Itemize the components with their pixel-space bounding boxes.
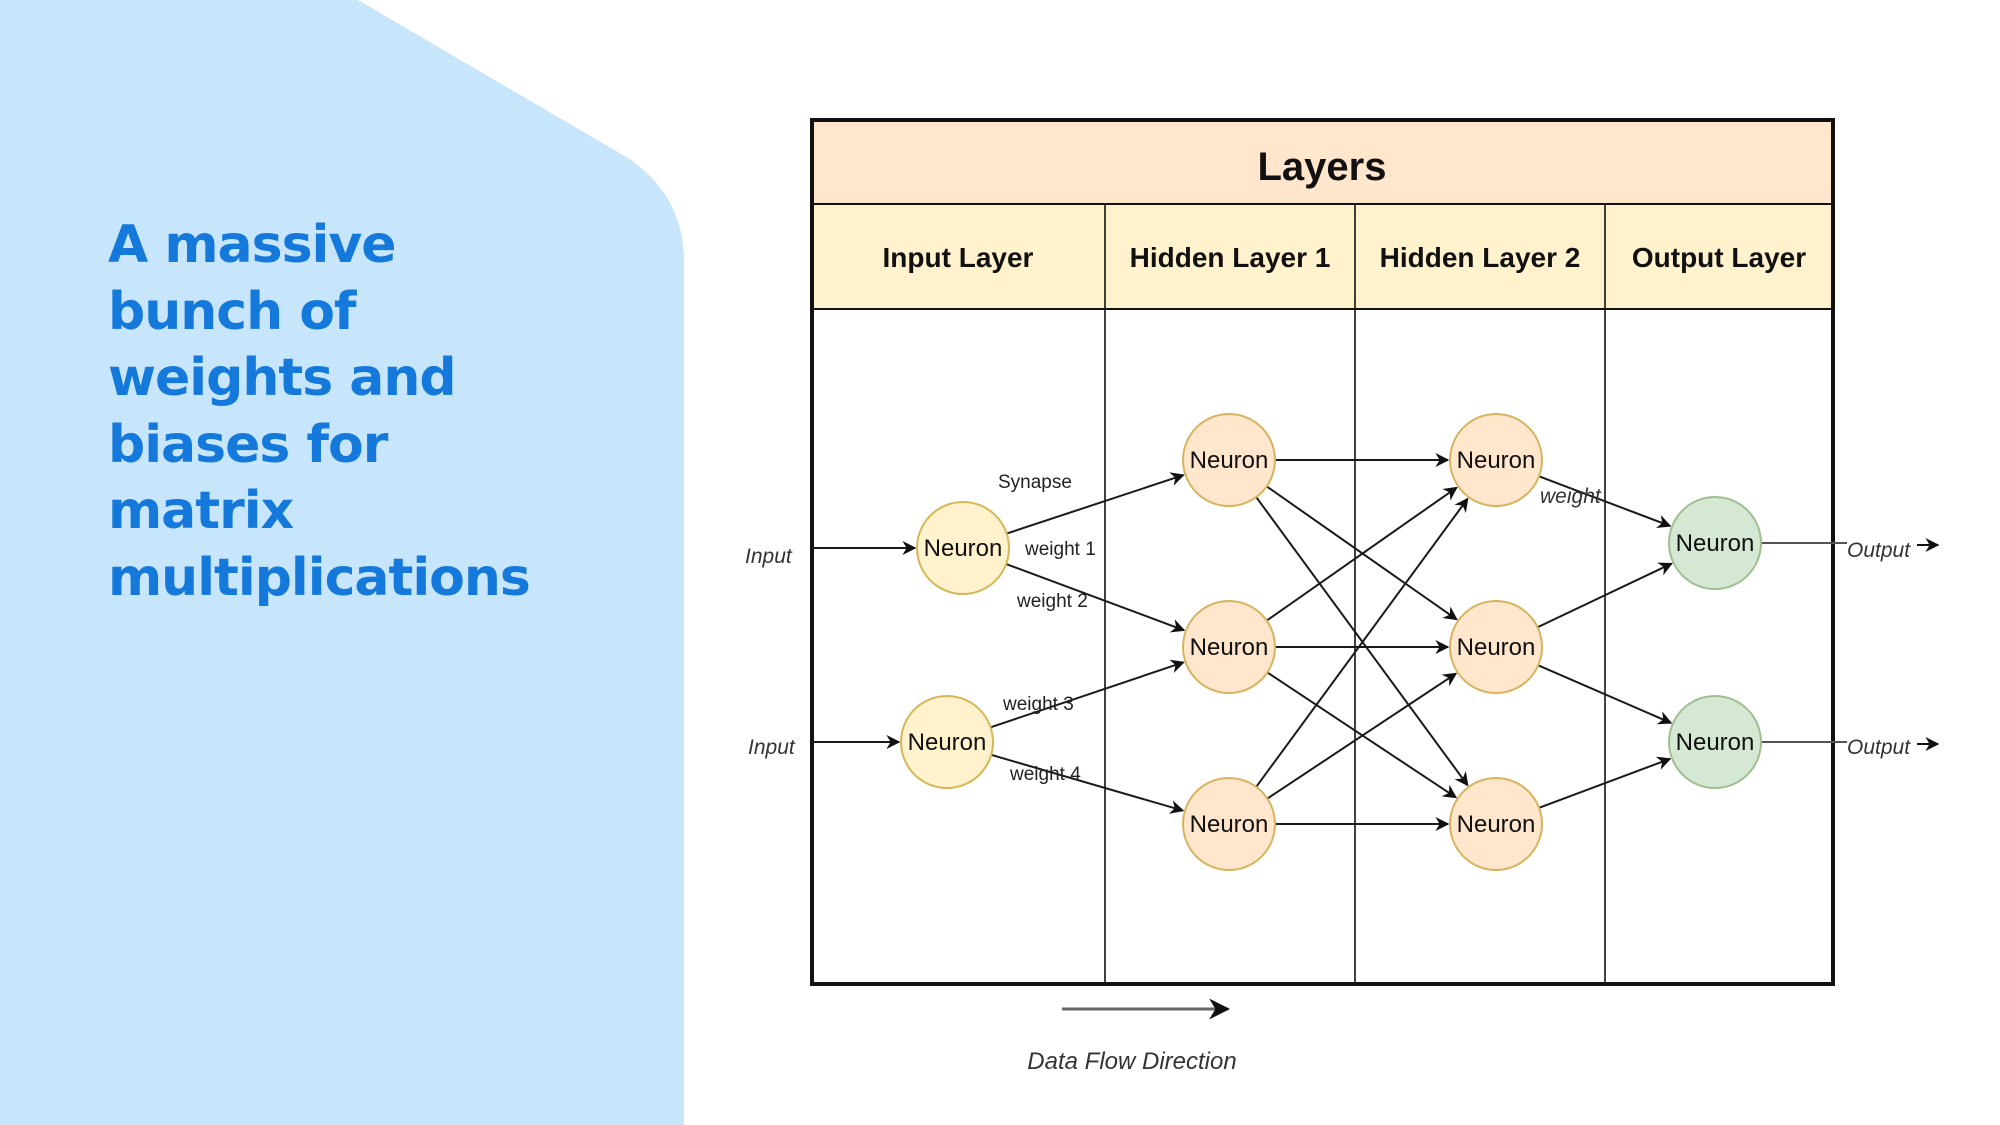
neuron-hidden1: Neuron (1182, 600, 1276, 694)
synapse-edge (1537, 664, 1673, 725)
synapse-edges (812, 453, 1940, 831)
weight-label-output: weight (1540, 485, 1602, 508)
neuron-circle (916, 501, 1010, 595)
slide-headline: A massive bunch of weights and biases fo… (108, 212, 668, 611)
synapse-edge (1266, 672, 1458, 800)
neuron-hidden1: Neuron (1182, 413, 1276, 507)
synapse-edge (1538, 756, 1672, 809)
title-row-bg (812, 120, 1833, 204)
diagram-title: Layers (1258, 145, 1387, 189)
input-label: Input (748, 736, 796, 759)
synapse-edge (1006, 472, 1185, 535)
synapse-edge (990, 753, 1185, 814)
neuron-label: Neuron (1190, 811, 1269, 838)
neuron-hidden1: Neuron (1182, 777, 1276, 871)
neuron-input: Neuron (900, 695, 994, 789)
neuron-output: Neuron (1668, 496, 1762, 590)
column-header-output-layer: Output Layer (1632, 242, 1806, 273)
weight-label: weight 4 (1009, 764, 1081, 785)
neuron-label: Neuron (1676, 729, 1755, 756)
neuron-label: Neuron (1457, 634, 1536, 661)
header-row-bg (812, 204, 1833, 309)
neurons: NeuronNeuronNeuronNeuronNeuronNeuronNeur… (900, 413, 1762, 871)
synapse-edge (1537, 562, 1673, 629)
neuron-label: Neuron (924, 535, 1003, 562)
headline-line: A massive (108, 215, 397, 275)
neuron-label: Neuron (1457, 447, 1536, 474)
synapse-edge (1538, 475, 1672, 529)
column-header-input-layer: Input Layer (883, 242, 1034, 273)
neuron-circle (1449, 777, 1543, 871)
synapse-edge (1266, 486, 1458, 622)
output-label: Output (1847, 539, 1911, 562)
neuron-output: Neuron (1668, 695, 1762, 789)
neuron-label: Neuron (1457, 811, 1536, 838)
neuron-input: Neuron (916, 501, 1010, 595)
neuron-circle (1449, 413, 1543, 507)
weight-label: weight 3 (1002, 694, 1074, 715)
headline-line: bunch of (108, 281, 357, 342)
neuron-circle (1182, 777, 1276, 871)
neuron-hidden2: Neuron (1449, 413, 1543, 507)
headline-line: multiplications (108, 547, 531, 608)
neuron-circle (1668, 496, 1762, 590)
table-gridlines (810, 118, 1835, 986)
neuron-circle (900, 695, 994, 789)
headline-line: biases for (108, 414, 388, 475)
neuron-label: Neuron (1190, 447, 1269, 474)
neuron-hidden2: Neuron (1449, 600, 1543, 694)
column-header-hidden-layer-1: Hidden Layer 1 (1130, 242, 1331, 273)
synapse-edge (1255, 497, 1469, 788)
synapse-edge (1005, 563, 1186, 633)
synapse-label: Synapse (998, 472, 1072, 493)
neuron-label: Neuron (1190, 634, 1269, 661)
headline-line: weights and (108, 348, 457, 408)
neuron-circle (1449, 600, 1543, 694)
neuron-circle (1668, 695, 1762, 789)
weight-label: weight 2 (1016, 591, 1088, 612)
left-panel-shape (0, 0, 684, 1125)
column-header-hidden-layer-2: Hidden Layer 2 (1380, 242, 1581, 273)
neuron-label: Neuron (908, 729, 987, 756)
headline-line: matrix (108, 481, 294, 541)
input-label: Input (745, 545, 793, 568)
neuron-hidden2: Neuron (1449, 777, 1543, 871)
weight-label: weight 1 (1024, 539, 1096, 560)
table-border (810, 118, 1835, 986)
output-label: Output (1847, 736, 1911, 759)
neuron-circle (1182, 600, 1276, 694)
neuron-label: Neuron (1676, 530, 1755, 557)
synapse-edge (990, 659, 1185, 729)
neuron-circle (1182, 413, 1276, 507)
data-flow-label: Data Flow Direction (1027, 1048, 1236, 1075)
